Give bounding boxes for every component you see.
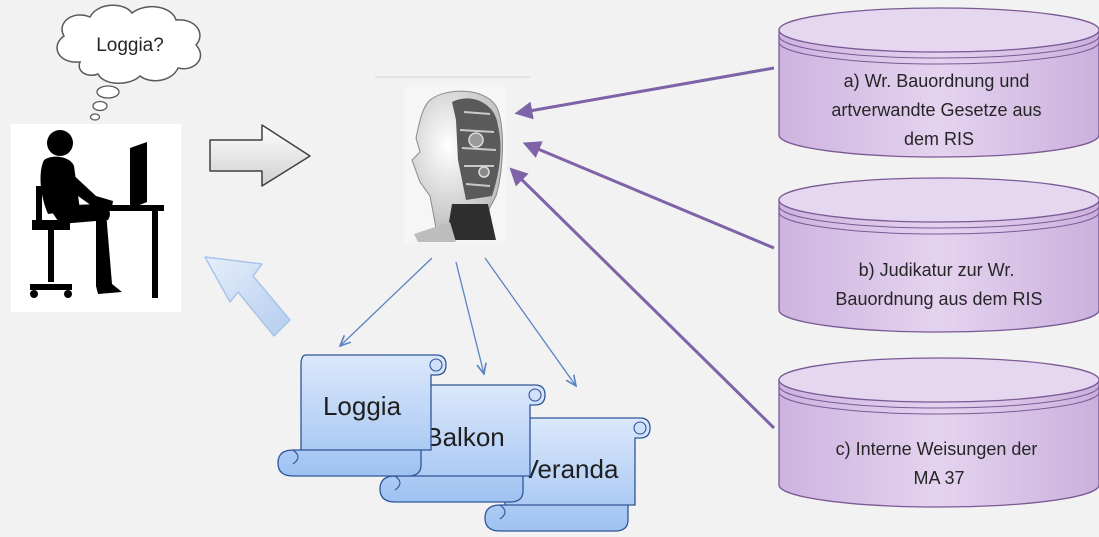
database-label-line: b) Judikatur zur Wr. (859, 260, 1015, 280)
database-cylinder: a) Wr. Bauordnung und artverwandte Geset… (778, 7, 1099, 158)
database-label-line: artverwandte Gesetze aus (831, 100, 1041, 120)
database-cylinder: c) Interne Weisungen der MA 37 (778, 357, 1099, 508)
database-label-line: MA 37 (913, 468, 964, 488)
result-label: Balkon (425, 422, 505, 452)
person-at-computer-icon (11, 124, 181, 312)
svg-text:b) Judikatur zur Wr. Bau: b) Judikatur zur Wr. Bauordnung aus dem … (835, 260, 1042, 309)
svg-text:a) Wr. Bauordnung und ar: a) Wr. Bauordnung und artverwandte Geset… (831, 71, 1046, 149)
thought-bubble-text: Loggia? (96, 35, 164, 56)
svg-text:c) Interne Weisungen der: c) Interne Weisungen der MA 37 (836, 439, 1043, 488)
database-label-line: dem RIS (904, 129, 974, 149)
result-scroll: Loggia (277, 354, 447, 477)
robot-to-result-arrow (455, 261, 484, 374)
robot-head-icon (404, 87, 506, 243)
robot-to-result-arrow (484, 257, 576, 386)
result-label: Veranda (522, 454, 619, 484)
database-label-line: c) Interne Weisungen der (836, 439, 1038, 459)
thought-bubble: Loggia? (56, 4, 202, 121)
database-to-robot-arrow (522, 141, 775, 250)
database-to-robot-arrow (509, 167, 776, 430)
input-arrow-icon (209, 124, 311, 187)
robot-to-result-arrow (340, 257, 433, 346)
result-label: Loggia (323, 391, 402, 421)
database-label-line: a) Wr. Bauordnung und (844, 71, 1030, 91)
database-to-robot-arrow (514, 66, 775, 120)
feedback-arrow-icon (204, 256, 291, 337)
database-cylinder: b) Judikatur zur Wr. Bauordnung aus dem … (778, 177, 1099, 333)
database-label-line: Bauordnung aus dem RIS (835, 289, 1042, 309)
